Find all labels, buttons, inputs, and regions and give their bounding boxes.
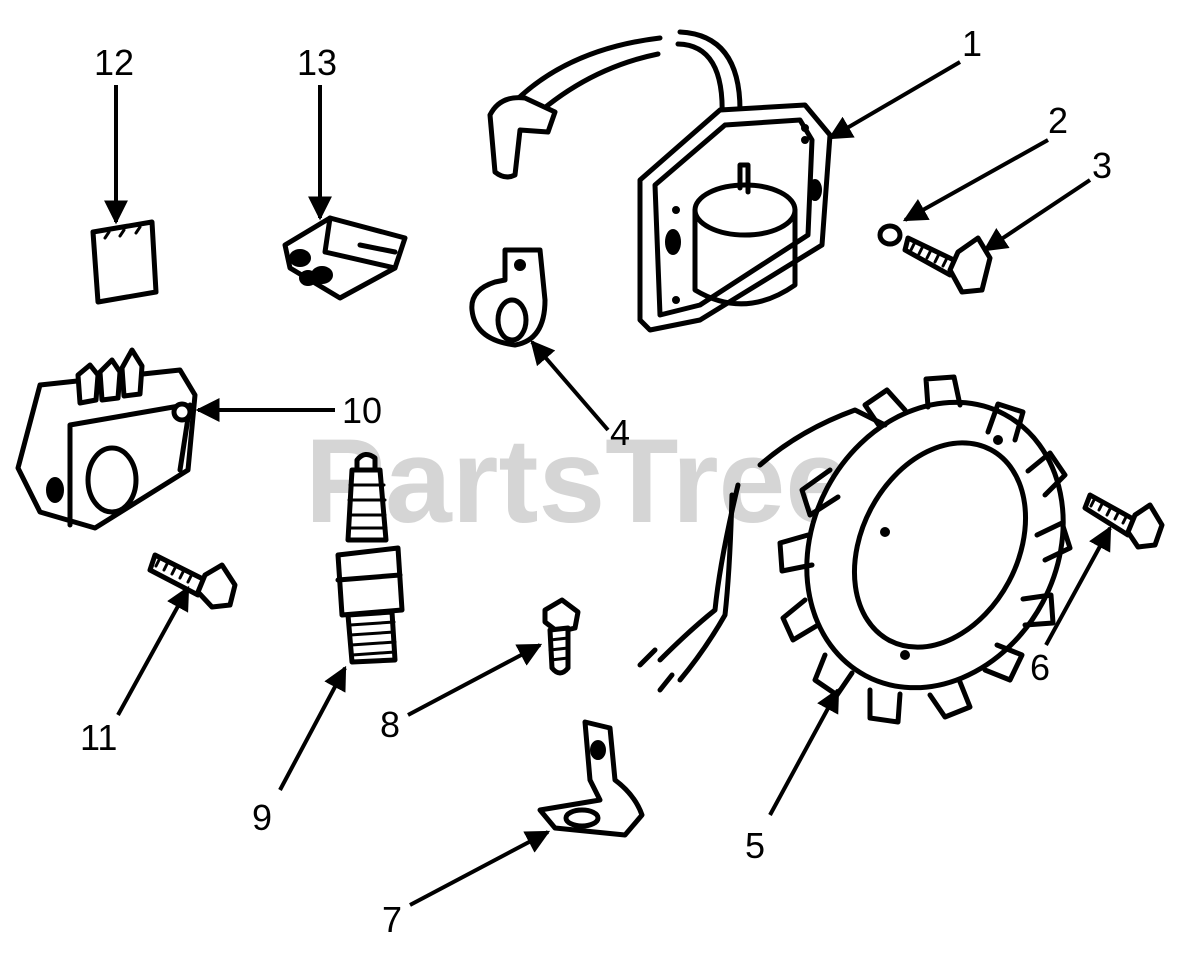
watermark-text: PartsTree xyxy=(305,414,852,548)
part-4-clamp xyxy=(469,247,548,348)
leader-7 xyxy=(409,830,551,907)
leader-11 xyxy=(116,585,190,716)
part-9-spark-plug xyxy=(335,452,405,665)
callout-4: 4 xyxy=(610,412,630,453)
part-10-regulator xyxy=(15,347,198,531)
part-5-stator xyxy=(637,374,1073,725)
leader-6 xyxy=(1044,525,1112,646)
leader-2 xyxy=(902,138,1049,222)
callout-7: 7 xyxy=(382,899,402,940)
callout-5: 5 xyxy=(745,825,765,866)
leader-lines xyxy=(104,60,1112,907)
callout-9: 9 xyxy=(252,797,272,838)
leader-1 xyxy=(827,60,962,140)
callout-labels: 1 2 3 4 5 6 7 8 9 10 11 12 13 xyxy=(80,23,1112,940)
part-1-ignition-coil xyxy=(487,29,833,333)
part-13-connector-plug xyxy=(282,215,408,301)
callout-6: 6 xyxy=(1030,647,1050,688)
leader-3 xyxy=(983,178,1092,252)
callout-13: 13 xyxy=(297,42,337,83)
callout-1: 1 xyxy=(962,23,982,64)
part-12-connector xyxy=(90,219,159,305)
leader-4 xyxy=(530,340,610,432)
callout-12: 12 xyxy=(94,42,134,83)
callout-8: 8 xyxy=(380,704,400,745)
part-2-washer xyxy=(877,223,903,247)
leader-8 xyxy=(407,643,543,717)
callout-2: 2 xyxy=(1048,100,1068,141)
callout-10: 10 xyxy=(342,390,382,431)
leader-9 xyxy=(278,665,347,791)
part-8-screw xyxy=(542,597,581,676)
part-6-bolt xyxy=(1082,492,1165,550)
callout-3: 3 xyxy=(1092,145,1112,186)
part-11-bolt xyxy=(147,552,238,610)
part-3-bolt xyxy=(902,235,993,295)
part-7-bracket xyxy=(537,719,645,838)
callout-11: 11 xyxy=(80,717,117,758)
leader-5 xyxy=(768,687,840,816)
